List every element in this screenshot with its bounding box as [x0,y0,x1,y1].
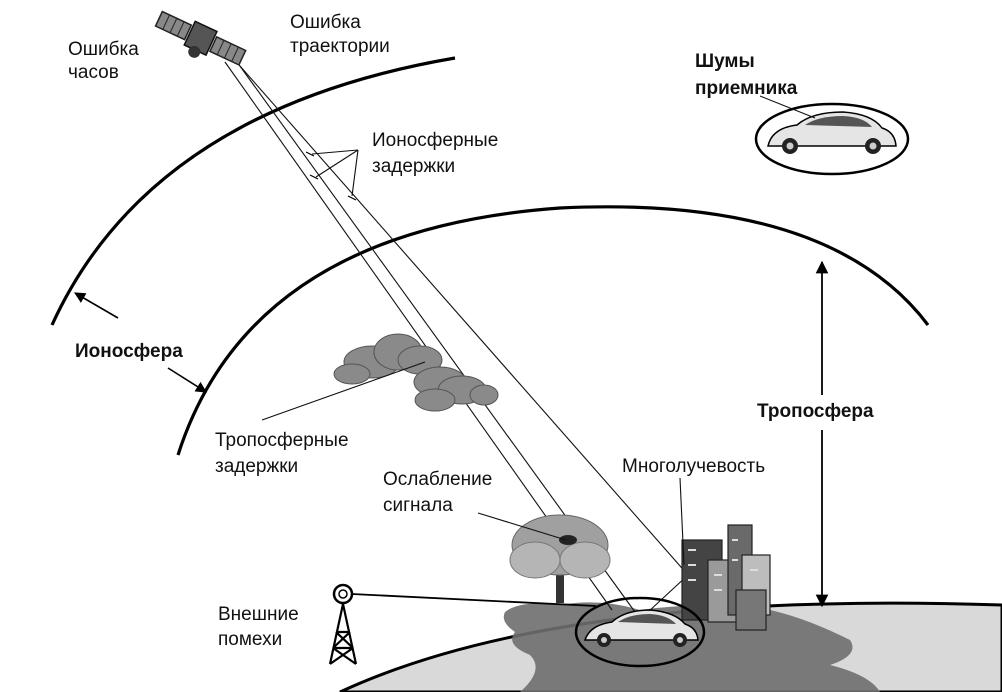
iono-delay-markers [305,149,359,201]
label-trajectory-error-line1: Ошибка [290,12,361,33]
label-interference-line2: помехи [218,629,282,650]
cloud-icon [333,333,499,412]
label-tropo-delays-line2: задержки [215,456,298,477]
multipath-pointer [679,477,685,566]
label-receiver-noise-line1: Шумы [695,51,755,72]
attenuation-pointer [477,512,567,541]
tropo-delay-pointer [261,361,426,421]
buildings-icon [681,524,771,631]
ionosphere-arrow-upper [74,292,119,319]
receiver-noise-pointer [759,95,816,119]
ionosphere-outer-arc [50,56,456,326]
interference-line [351,593,597,607]
satellite-icon [154,10,247,66]
label-interference-line1: Внешние [218,604,299,625]
label-clock-error-line2: часов [68,62,119,83]
label-attenuation-line2: сигнала [383,495,453,516]
radio-tower-icon [328,583,358,665]
troposphere-arc [176,205,930,456]
label-tropo-delays-line1: Тропосферные [215,430,349,451]
label-receiver-noise-line2: приемника [695,78,798,99]
earth-ground [339,601,1002,692]
label-iono-delays-line1: Ионосферные [372,130,498,151]
label-ionosphere: Ионосфера [75,341,183,362]
label-troposphere: Тропосфера [757,401,874,422]
receiver-noise-car-icon [754,102,910,176]
car-icon [574,596,706,668]
label-iono-delays-line2: задержки [372,156,455,177]
label-attenuation-line1: Ослабление [383,469,492,490]
label-multipath: Многолучевость [622,456,765,477]
label-clock-error-line1: Ошибка [68,39,139,60]
label-trajectory-error-line2: траектории [290,36,390,57]
ionosphere-arrow-lower [167,367,207,393]
tree-icon [509,514,611,603]
